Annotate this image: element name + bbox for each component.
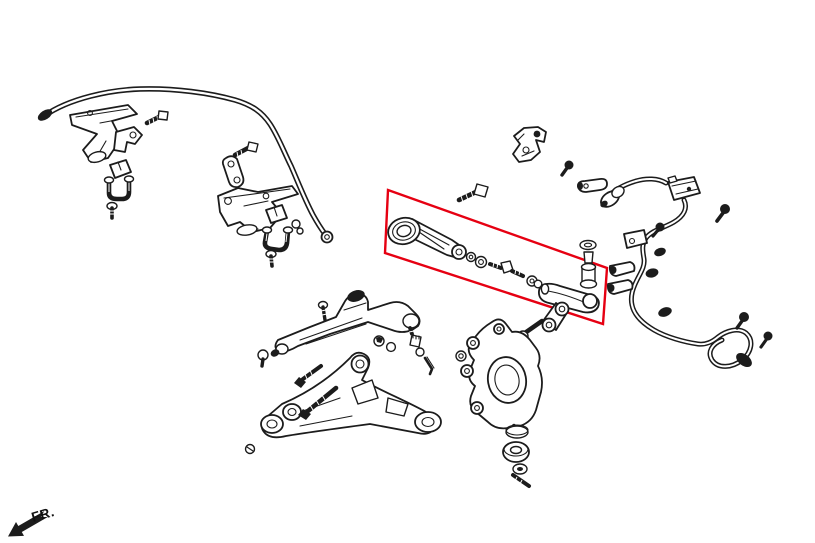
knuckle-bolt (511, 473, 531, 488)
stabilizer-lug-left (113, 126, 143, 153)
small-screw (244, 443, 256, 455)
harness-connector (667, 175, 701, 201)
washer (465, 251, 477, 263)
stabilizer-bolt-left (144, 110, 169, 126)
stabilizer-screw-right (265, 249, 277, 268)
knuckle-nut (455, 350, 467, 362)
stabilizer-bushing-right (265, 204, 304, 235)
fr-direction-arrow: FR. (8, 504, 56, 537)
control-arm-bolts (294, 364, 339, 420)
stabilizer-link-right (221, 155, 245, 189)
toe-adjuster-bolt (488, 260, 525, 278)
toe-arm-with-bushing (387, 216, 467, 260)
knuckle-washer (505, 424, 529, 439)
sensor-bracket (512, 126, 547, 163)
spacer (512, 463, 528, 475)
cotter-pin (423, 356, 435, 376)
tie-rod-end (537, 239, 600, 314)
stabilizer-holder-left (103, 175, 135, 202)
fr-label: FR. (30, 504, 56, 525)
stabilizer-bolt-right (232, 141, 259, 158)
abs-sensor-harness (560, 160, 773, 369)
flange-bolt (456, 183, 489, 203)
stabilizer-bracket-left (69, 104, 138, 164)
harness-bolts (560, 160, 773, 349)
arm-bolt (317, 300, 329, 322)
stabilizer-bracket-right (217, 185, 299, 236)
stabilizer-bushing-left (109, 159, 132, 179)
rear-knuckle (460, 318, 543, 439)
ball-stud (257, 349, 269, 368)
washer-pair (526, 275, 543, 289)
abs-sensor-head (600, 185, 625, 208)
highlight-box (383, 188, 609, 326)
castle-nut (373, 334, 425, 357)
stabilizer-holder-right (261, 226, 294, 253)
upper-compensator-arm (270, 290, 421, 357)
lower-control-arm (260, 351, 442, 439)
harness-clamps (577, 177, 648, 295)
lock-nut (474, 255, 488, 269)
rear-stabilizer-bar (37, 86, 334, 244)
knuckle-bushing (502, 441, 530, 463)
stabilizer-screw-left (106, 201, 118, 220)
